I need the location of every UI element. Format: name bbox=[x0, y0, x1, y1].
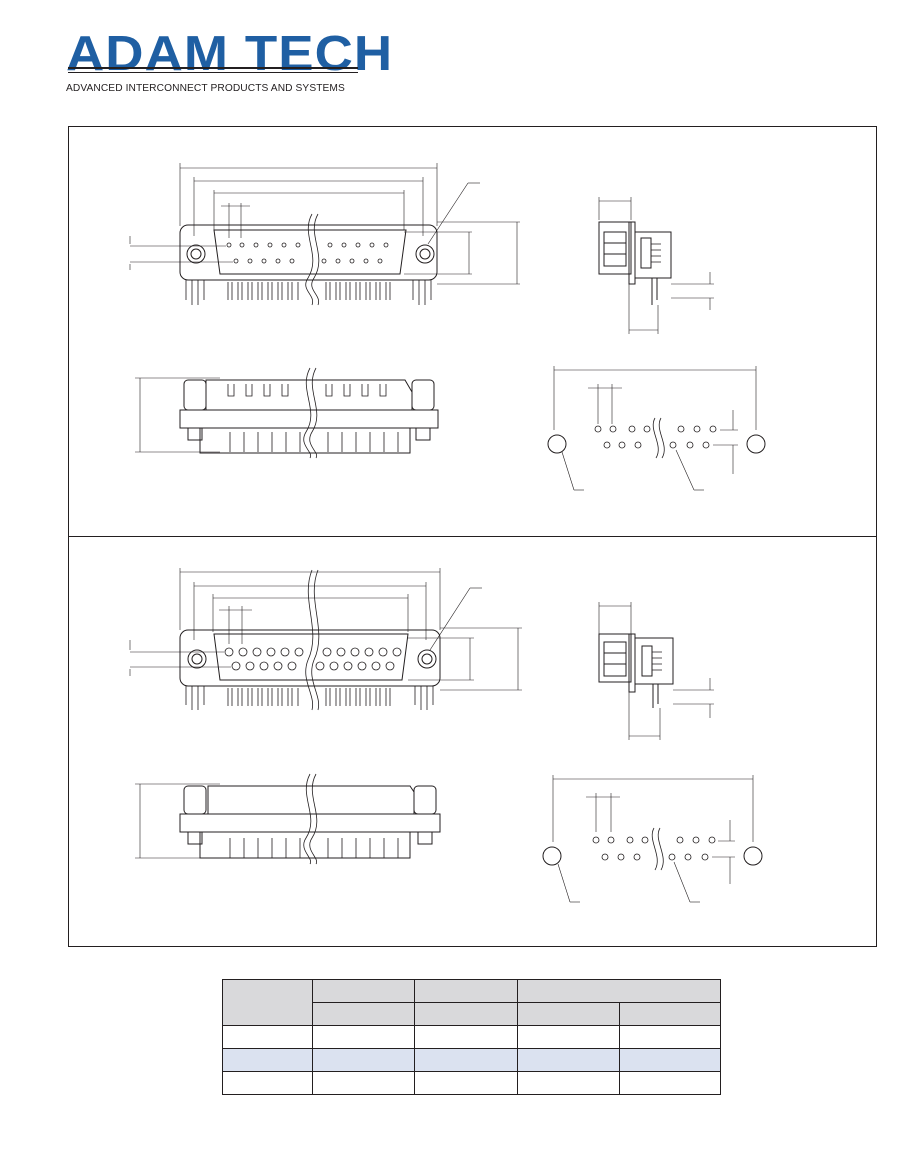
logo-underline-thin bbox=[68, 72, 358, 73]
table-cell bbox=[312, 1071, 415, 1095]
table-row bbox=[222, 1071, 721, 1095]
table-cell bbox=[312, 1048, 415, 1072]
table-header-row bbox=[222, 979, 721, 1026]
table-cell bbox=[414, 1071, 518, 1095]
table-row bbox=[222, 1025, 721, 1049]
spec-table bbox=[222, 979, 721, 1095]
brand-name: ADAM TECH bbox=[66, 27, 394, 81]
table-cell bbox=[414, 1048, 518, 1072]
drawing-frame bbox=[68, 126, 877, 947]
panel-1-front-view bbox=[129, 163, 520, 306]
table-header-cell bbox=[414, 1002, 518, 1026]
table-cell bbox=[414, 1025, 518, 1049]
table-row bbox=[222, 1048, 721, 1072]
table-header-cell bbox=[222, 979, 313, 1026]
panel-1-side-view bbox=[598, 197, 714, 334]
table-cell bbox=[619, 1025, 721, 1049]
table-cell bbox=[517, 1025, 620, 1049]
table-header-cell bbox=[312, 979, 415, 1003]
panel-2-top-view bbox=[135, 773, 441, 865]
table-header-cell bbox=[414, 979, 518, 1003]
brand-tagline: ADVANCED INTERCONNECT PRODUCTS AND SYSTE… bbox=[66, 83, 345, 94]
table-cell bbox=[517, 1071, 620, 1095]
panel-2-side-view bbox=[598, 602, 714, 740]
table-cell bbox=[312, 1025, 415, 1049]
table-header-cell bbox=[517, 979, 721, 1003]
table-cell bbox=[619, 1048, 721, 1072]
panel-1-top-view bbox=[135, 367, 439, 459]
panel-1-pcb-layout bbox=[547, 366, 766, 491]
table-cell bbox=[222, 1048, 313, 1072]
panel-2-pcb-layout bbox=[542, 775, 763, 903]
panel-2-front-view bbox=[129, 568, 522, 711]
table-header-cell bbox=[312, 1002, 415, 1026]
table-header-cell bbox=[619, 1002, 721, 1026]
table-cell bbox=[517, 1048, 620, 1072]
table-cell bbox=[222, 1071, 313, 1095]
panel-divider bbox=[69, 536, 876, 537]
brand-logo: ADAM TECH ADVANCED INTERCONNECT PRODUCTS… bbox=[66, 28, 392, 98]
table-header-cell bbox=[517, 1002, 620, 1026]
logo-underline bbox=[68, 67, 358, 69]
table-cell bbox=[619, 1071, 721, 1095]
table-cell bbox=[222, 1025, 313, 1049]
